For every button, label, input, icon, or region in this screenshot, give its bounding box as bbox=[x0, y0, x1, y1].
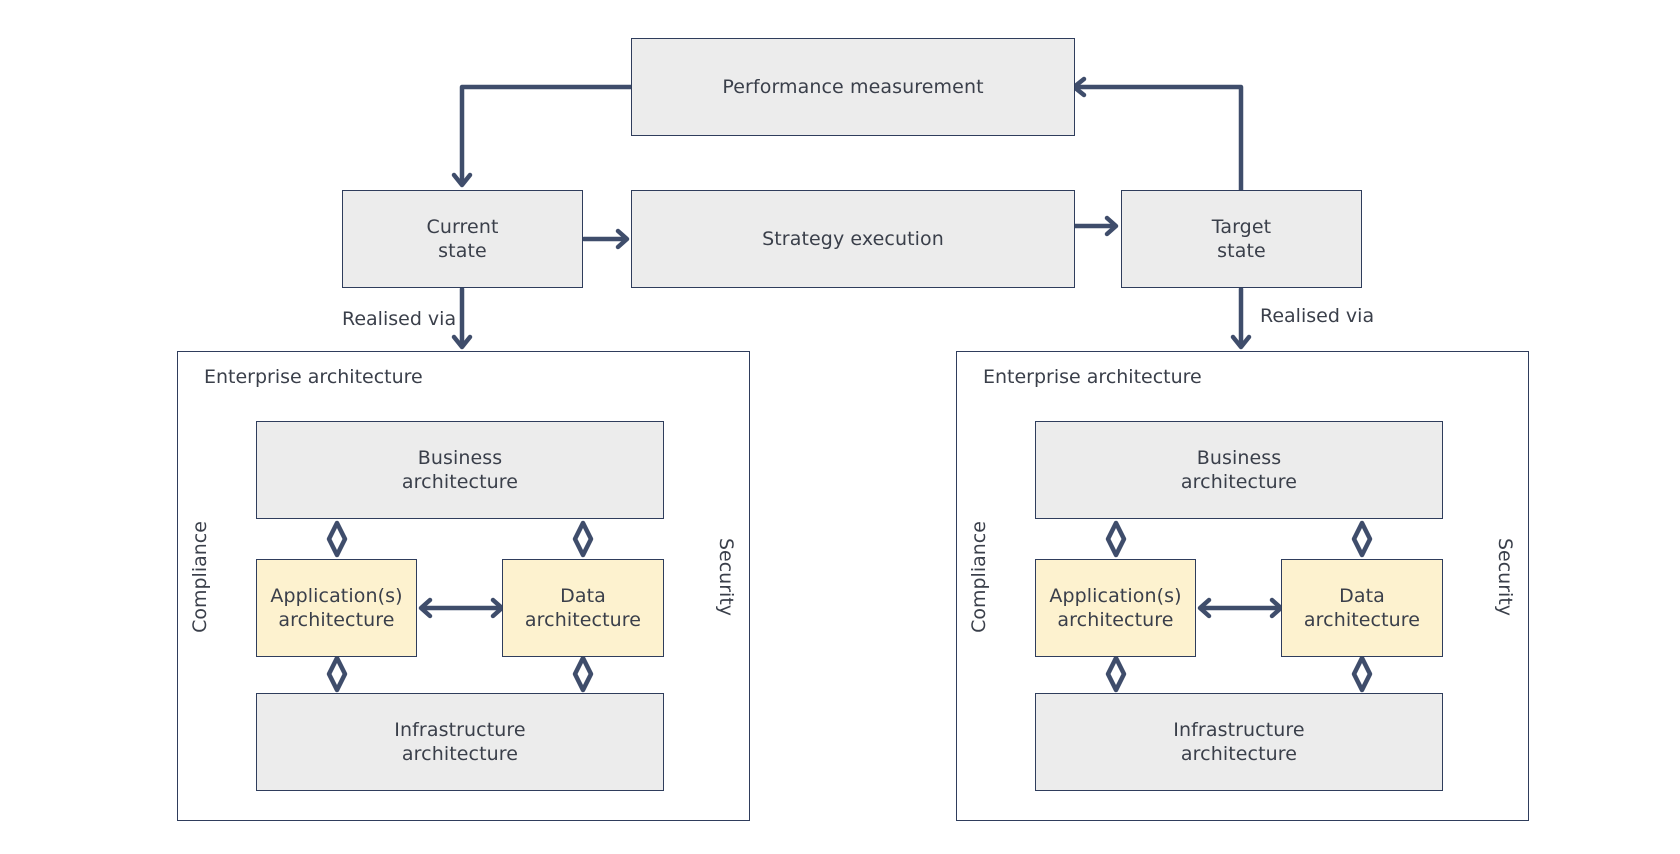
arrowhead-app-left bbox=[418, 597, 433, 619]
application-architecture-box-left: Application(s) architecture bbox=[256, 559, 417, 657]
security-label-left: Security bbox=[715, 537, 737, 617]
link-application-infrastructure-right bbox=[1105, 655, 1127, 693]
link-application-infrastructure-left bbox=[326, 655, 348, 693]
enterprise-architecture-title: Enterprise architecture bbox=[204, 366, 423, 388]
arrow-performance-to-current bbox=[459, 84, 635, 186]
arrowhead-strategy-left bbox=[615, 228, 630, 250]
link-business-application-right bbox=[1105, 520, 1127, 558]
enterprise-architecture-right: Enterprise architecture bbox=[956, 351, 1529, 821]
infrastructure-architecture-box-right: Infrastructure architecture bbox=[1035, 693, 1443, 791]
business-architecture-box-right: Business architecture bbox=[1035, 421, 1443, 519]
data-architecture-label: Data architecture bbox=[524, 585, 642, 631]
arrowhead-current-top bbox=[451, 172, 473, 188]
data-architecture-box-right: Data architecture bbox=[1281, 559, 1443, 657]
link-business-data-right bbox=[1351, 520, 1373, 558]
infrastructure-architecture-label: Infrastructure architecture bbox=[1173, 719, 1305, 765]
current-state-label: Current state bbox=[426, 216, 499, 262]
security-label-right: Security bbox=[1494, 537, 1516, 617]
target-state-box: Target state bbox=[1121, 190, 1362, 288]
enterprise-architecture-left: Enterprise architecture bbox=[177, 351, 750, 821]
application-architecture-label: Application(s) architecture bbox=[1049, 585, 1182, 631]
target-state-label: Target state bbox=[1211, 216, 1272, 262]
link-data-infrastructure-left bbox=[572, 655, 594, 693]
arrowhead-target-left bbox=[1104, 215, 1119, 237]
realised-via-right-label: Realised via bbox=[1260, 305, 1375, 327]
business-architecture-box-left: Business architecture bbox=[256, 421, 664, 519]
strategy-execution-label: Strategy execution bbox=[762, 228, 944, 250]
link-business-data-left bbox=[572, 520, 594, 558]
current-state-box: Current state bbox=[342, 190, 583, 288]
application-architecture-label: Application(s) architecture bbox=[270, 585, 403, 631]
arrowhead-realised-right bbox=[1230, 334, 1252, 350]
enterprise-architecture-title: Enterprise architecture bbox=[983, 366, 1202, 388]
compliance-label-left: Compliance bbox=[189, 521, 211, 633]
link-data-infrastructure-right bbox=[1351, 655, 1373, 693]
arrowhead-app-right bbox=[1197, 597, 1212, 619]
data-architecture-label: Data architecture bbox=[1303, 585, 1421, 631]
arrow-target-to-performance bbox=[1073, 84, 1244, 193]
business-architecture-label: Business architecture bbox=[401, 447, 519, 493]
infrastructure-architecture-label: Infrastructure architecture bbox=[394, 719, 526, 765]
infrastructure-architecture-box-left: Infrastructure architecture bbox=[256, 693, 664, 791]
business-architecture-label: Business architecture bbox=[1180, 447, 1298, 493]
realised-via-left-label: Realised via bbox=[342, 308, 457, 330]
data-architecture-box-left: Data architecture bbox=[502, 559, 664, 657]
performance-measurement-box: Performance measurement bbox=[631, 38, 1075, 136]
application-architecture-box-right: Application(s) architecture bbox=[1035, 559, 1196, 657]
compliance-label-right: Compliance bbox=[968, 521, 990, 633]
strategy-execution-box: Strategy execution bbox=[631, 190, 1075, 288]
performance-measurement-label: Performance measurement bbox=[722, 76, 984, 98]
arrowhead-realised-left bbox=[451, 334, 473, 350]
link-business-application-left bbox=[326, 520, 348, 558]
